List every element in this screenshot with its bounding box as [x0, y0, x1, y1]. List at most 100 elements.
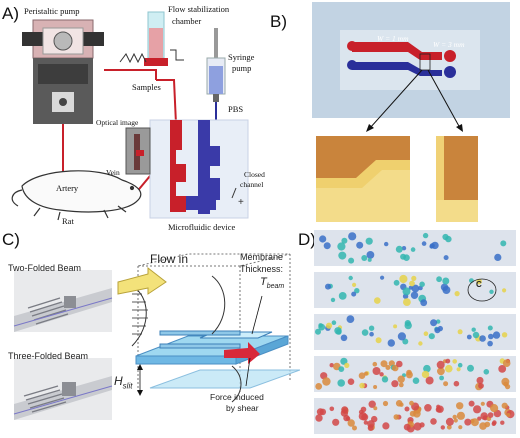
cell [458, 329, 463, 334]
cell [367, 420, 375, 428]
cell [454, 418, 458, 422]
microfluidic-device-label: Microfluidic device [168, 222, 235, 232]
cell [403, 287, 411, 295]
cell [334, 327, 341, 334]
thickness-label: Thickness: [240, 264, 283, 274]
cell [409, 281, 415, 287]
cell [352, 283, 356, 287]
cell [489, 290, 493, 294]
cell [500, 240, 506, 246]
cell [382, 422, 389, 429]
cell [324, 242, 331, 249]
cell [411, 276, 416, 281]
cell [388, 339, 395, 346]
cell [458, 425, 462, 429]
cell [398, 376, 405, 383]
t-beam-label: Tbeam [260, 276, 284, 290]
cell [325, 284, 331, 290]
cell [373, 406, 377, 410]
cell [348, 378, 355, 385]
cell [413, 377, 420, 384]
cell [344, 363, 349, 368]
cell [456, 402, 463, 409]
cell [405, 322, 412, 329]
cell [338, 252, 346, 260]
cell [404, 424, 411, 431]
cluster-c-label: C [476, 280, 482, 289]
cell [348, 232, 356, 240]
flow-in-label: Flow in [150, 252, 188, 266]
cell [493, 331, 500, 338]
cell [458, 363, 463, 368]
cell [361, 255, 367, 261]
vein-label: Vein [106, 168, 120, 177]
peristaltic-pump-label: Peristaltic pump [24, 6, 79, 16]
samples-label: Samples [132, 82, 161, 92]
cell [419, 282, 425, 288]
syringe-label: Syringe [228, 52, 254, 62]
cell [492, 420, 497, 425]
cell [464, 419, 471, 426]
cell [452, 359, 457, 364]
cell [436, 406, 443, 413]
cell [322, 377, 330, 385]
cell [434, 327, 440, 333]
peristaltic-pump-image [22, 20, 104, 124]
cell [439, 376, 444, 381]
cell [338, 366, 344, 372]
cell [403, 298, 411, 306]
panel-d-cell-images [312, 228, 520, 438]
cell [409, 401, 414, 406]
cell [490, 404, 498, 412]
cell [399, 275, 407, 283]
cell [437, 361, 445, 369]
cell [347, 315, 355, 323]
cell [478, 383, 484, 389]
cell [420, 422, 425, 427]
cell [502, 403, 508, 409]
panel-b-letter: B) [270, 12, 287, 32]
pbs-label: PBS [228, 104, 243, 114]
force-label-line2: by shear [226, 403, 259, 413]
cell [411, 247, 416, 252]
width-3mm-label: W = 3 mm [433, 40, 465, 49]
cell [420, 299, 427, 306]
cell [315, 383, 322, 390]
cell [506, 413, 510, 417]
cell [337, 379, 345, 387]
cell [373, 367, 381, 375]
cell [373, 362, 378, 367]
syringe-pump [207, 28, 225, 130]
cell [348, 258, 354, 264]
cell [373, 385, 377, 389]
cell [396, 361, 403, 368]
cell [445, 236, 451, 242]
cell [453, 415, 457, 419]
cell [477, 377, 484, 384]
channel-label: channel [240, 180, 263, 189]
membrane-label: Membrane [240, 252, 283, 262]
cell [396, 246, 403, 253]
cell [479, 335, 486, 342]
cell [351, 292, 356, 297]
panel-a-diagram: + [0, 0, 300, 225]
cell [430, 319, 437, 326]
cell [362, 329, 369, 336]
optical-image-inset [126, 128, 150, 174]
cell [368, 258, 372, 262]
cell [376, 337, 382, 343]
cell [383, 401, 388, 406]
svg-text:+: + [238, 197, 244, 208]
cell [430, 418, 437, 425]
force-label-line1: Force induced [210, 392, 264, 402]
cell [374, 297, 381, 304]
cell [406, 371, 413, 378]
cell [446, 418, 454, 426]
cell [349, 276, 353, 280]
panel-b-images [300, 0, 520, 226]
cell [332, 320, 337, 325]
rat-label: Rat [62, 216, 74, 226]
cell [502, 288, 506, 292]
cell [405, 407, 410, 412]
cell [331, 298, 335, 302]
